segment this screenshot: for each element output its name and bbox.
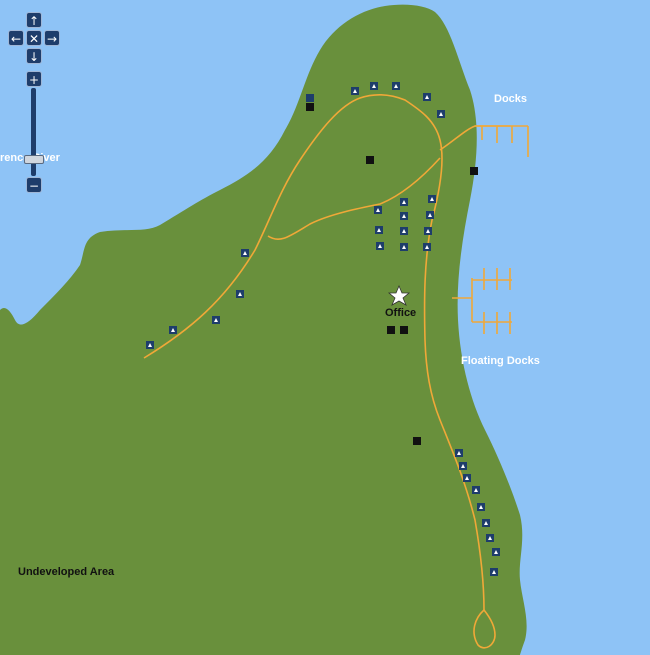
zoom-slider-track[interactable] [31, 88, 36, 176]
tent-glyph [494, 550, 498, 554]
pan-down-button[interactable]: ↓ [26, 48, 42, 64]
main-trail [143, 94, 485, 611]
tent-glyph [426, 229, 430, 233]
floating-docks-label: Floating Docks [461, 355, 540, 367]
zoom-out-button[interactable]: − [26, 177, 42, 193]
dock-main [475, 125, 529, 157]
tent-glyph [402, 245, 406, 249]
tent-glyph [378, 244, 382, 248]
tent-glyph [457, 451, 461, 455]
tent-glyph [425, 245, 429, 249]
pan-center-button[interactable]: ✕ [26, 30, 42, 46]
tent-glyph [428, 213, 432, 217]
tent-glyph [377, 228, 381, 232]
tent-glyph [148, 343, 152, 347]
campsite-markers [146, 82, 500, 576]
tent-glyph [171, 328, 175, 332]
land [0, 4, 527, 655]
trails [143, 94, 529, 649]
office-star-icon[interactable] [387, 284, 411, 306]
tent-glyph [402, 214, 406, 218]
building-icon [366, 156, 374, 164]
tent-glyph [353, 89, 357, 93]
tent-glyph [484, 521, 488, 525]
trail-loop-bottom [473, 609, 496, 649]
building-icon [413, 437, 421, 445]
tent-glyph [465, 476, 469, 480]
tent-glyph [430, 197, 434, 201]
pan-up-button[interactable]: ↑ [26, 12, 42, 28]
tent-glyph [238, 292, 242, 296]
building-icon [387, 326, 395, 334]
tent-glyph [243, 251, 247, 255]
tent-glyph [402, 200, 406, 204]
tent-glyph [488, 536, 492, 540]
pan-right-button[interactable]: → [44, 30, 60, 46]
vehicle-icon [470, 167, 478, 175]
floating-dock-2 [471, 298, 512, 334]
zoom-in-button[interactable]: + [26, 71, 42, 87]
tent-glyph [402, 229, 406, 233]
docks-label: Docks [494, 93, 528, 105]
tent-glyph [479, 505, 483, 509]
tent-glyph [214, 318, 218, 322]
restroom-icon [306, 94, 314, 102]
trail-branch [267, 157, 441, 240]
tent-glyph [461, 464, 465, 468]
undeveloped-area-label: Undeveloped Area [18, 566, 115, 578]
pan-left-button[interactable]: ← [8, 30, 24, 46]
tent-glyph [492, 570, 496, 574]
docks-trail [439, 125, 510, 151]
tent-glyph [425, 95, 429, 99]
floating-dock-1 [471, 268, 512, 298]
tent-glyph [394, 84, 398, 88]
tent-glyph [474, 488, 478, 492]
restroom-icon [306, 103, 314, 111]
restroom-icon [400, 326, 408, 334]
zoom-slider-handle[interactable] [24, 155, 44, 164]
tent-glyph [372, 84, 376, 88]
tent-glyph [376, 208, 380, 212]
building-icons [306, 94, 478, 445]
office-label: Office [385, 307, 417, 319]
tent-glyph [439, 112, 443, 116]
